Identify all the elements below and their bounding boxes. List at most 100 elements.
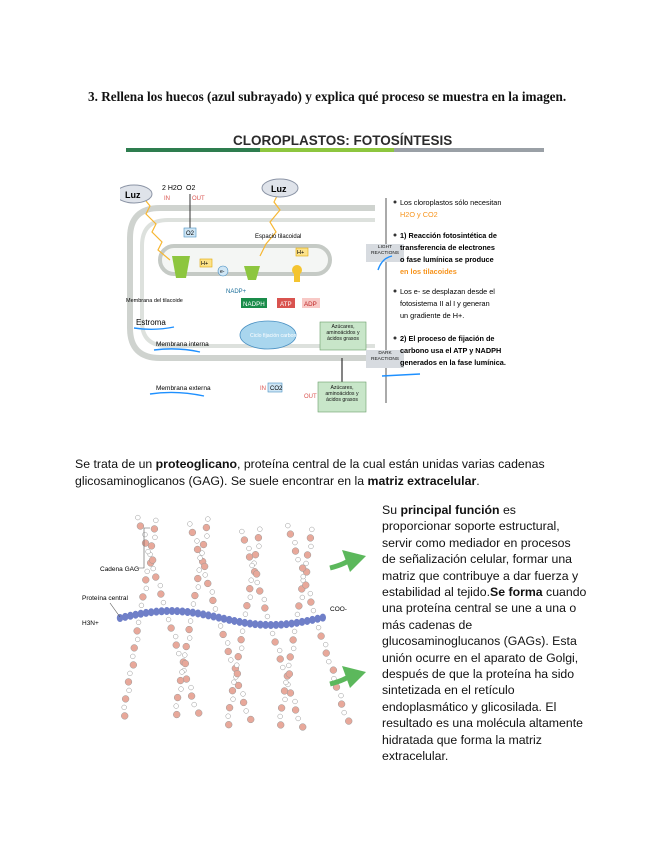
gag-bead <box>121 695 130 703</box>
gag-bead <box>202 572 208 578</box>
gag-bead <box>187 618 194 624</box>
note-3-line-3: un gradiente de H+. <box>400 311 464 320</box>
gag-bead <box>291 645 297 652</box>
gag-bead <box>246 545 252 552</box>
protein-bead <box>298 617 306 626</box>
gag-bead <box>240 536 249 544</box>
gag-chain-bracket <box>138 527 150 569</box>
gag-bead <box>277 704 286 712</box>
gag-bead <box>286 653 294 661</box>
hplus-box-1 <box>199 258 213 268</box>
protein-bead <box>168 607 176 616</box>
protein-bead <box>278 620 285 629</box>
protein-bead <box>220 614 228 623</box>
protein-bead <box>189 608 196 617</box>
light-ray-2 <box>259 189 281 257</box>
electron-label: e- <box>220 269 225 275</box>
note-1-line-1: Los cloroplastos sólo necesitan <box>400 198 501 207</box>
gag-bead <box>194 538 200 544</box>
gag-bead <box>233 670 242 678</box>
gag-bead <box>286 662 292 669</box>
protein-bead <box>272 620 280 629</box>
adp-label: ADP <box>304 301 317 308</box>
gag-bead <box>286 530 295 538</box>
core-protein-label: Proteína central <box>82 595 128 602</box>
function-bold-2: Se forma <box>490 585 543 600</box>
gag-bead <box>298 564 307 572</box>
protein-bead <box>179 607 186 616</box>
o2-box <box>183 227 197 238</box>
gag-bead <box>136 522 145 530</box>
gag-bead <box>295 715 301 722</box>
gag-bead <box>322 649 330 657</box>
gag-bead <box>234 681 243 690</box>
gag-bead <box>165 616 172 623</box>
question-heading: 3. Rellena los huecos (azul subrayado) y… <box>88 89 567 104</box>
gag-bead <box>200 562 209 571</box>
light-reactions-label: LIGHT REACTIONS <box>371 245 399 256</box>
gag-bead <box>135 636 141 643</box>
gag-bead <box>182 652 188 658</box>
thylakoid-space-label: Espacio tilacoidal <box>255 234 301 240</box>
core-protein-pointer <box>109 602 121 618</box>
calvin-label: Ciclo fijación carbono <box>250 333 299 339</box>
atp-synthase-stalk <box>294 274 300 282</box>
note-3-line-1: Los e- se desplazan desde el <box>400 287 495 296</box>
gag-bead <box>225 640 231 646</box>
gag-bead <box>204 533 210 539</box>
o2-label: O2 <box>186 185 195 192</box>
gag-bead <box>317 632 325 640</box>
gag-bead <box>254 534 263 542</box>
gag-bead <box>209 596 217 605</box>
handwriting-underline-3 <box>149 391 205 397</box>
gag-bead <box>225 721 233 729</box>
gag-bead <box>303 551 312 559</box>
protein-bead <box>288 619 295 628</box>
gag-bead <box>199 540 208 549</box>
gag-bead <box>234 653 242 661</box>
gag-bead <box>269 630 276 637</box>
gag-bead <box>247 594 253 600</box>
gag-bead <box>142 576 150 584</box>
gag-bead <box>245 553 254 561</box>
gag-bead <box>187 635 193 641</box>
gag-bead <box>142 531 148 538</box>
hplus-label-2: H+ <box>297 250 304 256</box>
protein-bead <box>122 612 129 621</box>
luz-bubble-2 <box>261 178 299 198</box>
gag-bead <box>341 709 347 716</box>
protein-bead <box>236 617 243 626</box>
atp-box <box>277 298 295 308</box>
protein-bead <box>314 614 321 623</box>
note-2-line-4: en los tilacoides <box>400 267 457 276</box>
gag-bead <box>291 547 300 555</box>
gag-bead <box>277 647 283 654</box>
gag-bead <box>261 596 267 603</box>
hplus-box-2 <box>295 247 309 257</box>
protein-bead <box>215 613 222 622</box>
gag-bead <box>188 528 197 537</box>
gag-bead <box>126 687 132 694</box>
gag-bead <box>173 693 182 702</box>
stroma-label: Estroma <box>136 318 166 327</box>
light-reactions-tag <box>366 244 404 262</box>
n-terminus-label: H3N+ <box>82 620 99 627</box>
gag-bead <box>138 602 145 609</box>
inner-membrane <box>140 218 375 348</box>
gag-bead <box>217 623 224 629</box>
gag-bead <box>173 703 179 709</box>
gag-bead <box>228 687 237 695</box>
note-4-line-3: generados en la fase lumínica. <box>400 358 506 367</box>
protein-bead <box>142 608 150 617</box>
gag-bead <box>182 642 190 651</box>
protein-bead <box>246 619 254 628</box>
gag-bead <box>182 675 191 683</box>
gag-bead <box>179 669 185 675</box>
protein-bead <box>194 609 202 618</box>
protein-bead <box>132 610 139 619</box>
gag-bead <box>129 661 138 669</box>
gag-bead <box>225 713 231 719</box>
function-paragraph: Su principal función es proporcionar sop… <box>382 502 587 765</box>
gag-bead <box>187 692 196 700</box>
gag-bead <box>225 704 234 712</box>
